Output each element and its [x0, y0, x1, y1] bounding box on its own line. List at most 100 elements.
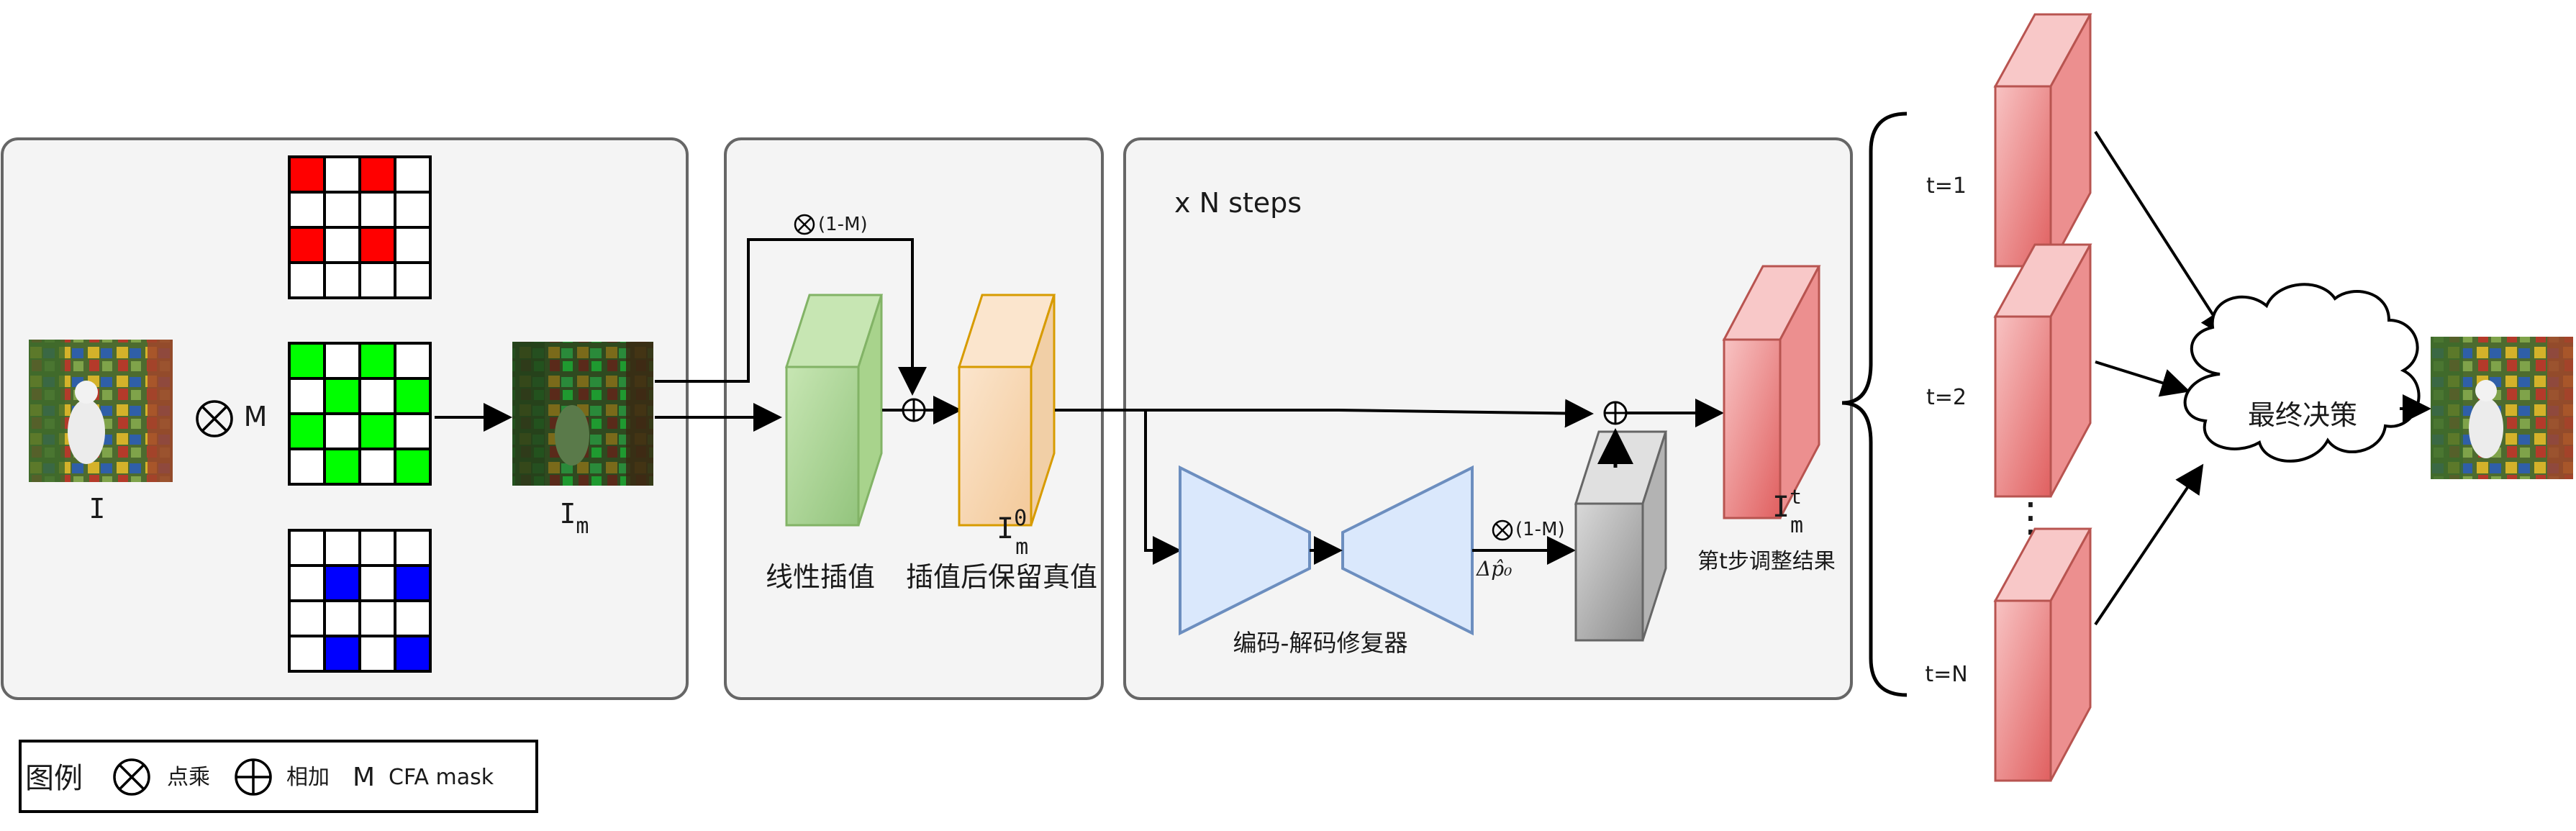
cfa-cell [394, 155, 432, 194]
cfa-cell [288, 342, 326, 380]
cfa-cell [394, 529, 432, 567]
legend-add-icon [235, 758, 272, 796]
brace [1841, 112, 1908, 697]
multiply-op-icon [196, 400, 233, 437]
mask-symbol: M [244, 401, 268, 432]
delta-label: Δp̂₀ [1476, 557, 1512, 581]
cfa-cell [358, 155, 396, 194]
arrow-out1-to-decision [2094, 130, 2229, 340]
legend-title: 图例 [25, 762, 83, 795]
bypass-line [655, 238, 927, 396]
add-op-icon [902, 398, 926, 422]
cfa-cell [288, 635, 326, 673]
cfa-cell [394, 226, 432, 264]
cfa-red-grid [288, 155, 432, 299]
legend-multiply-icon [113, 758, 150, 796]
cfa-cell [323, 635, 361, 673]
mask-op-label-2: (1-M) [1515, 519, 1565, 540]
cfa-cell [358, 529, 396, 567]
cfa-cell [323, 261, 361, 299]
step-result-label: 第t步调整结果 [1697, 549, 1836, 574]
cfa-cell [288, 448, 326, 486]
cfa-cell [358, 564, 396, 602]
keep-true-label: 插值后保留真值 [906, 561, 1097, 593]
encoder-decoder [1179, 465, 1474, 636]
cfa-cell [358, 412, 396, 450]
residual-block [1574, 430, 1668, 642]
cfa-cell [394, 599, 432, 637]
cfa-cell [288, 599, 326, 637]
decision-cloud [2183, 283, 2421, 463]
cfa-cell [288, 226, 326, 264]
cfa-cell [323, 377, 361, 415]
cfa-cell [288, 412, 326, 450]
legend-box [19, 740, 538, 813]
cfa-cell [358, 342, 396, 380]
cfa-blue-grid [288, 529, 432, 673]
cfa-cell [394, 448, 432, 486]
cfa-cell [394, 377, 432, 415]
t-label-N: t=N [1925, 662, 1967, 687]
cfa-cell [323, 599, 361, 637]
linear-interp-label: 线性插值 [766, 561, 875, 593]
t-label-2: t=2 [1926, 385, 1967, 410]
steps-title: x N steps [1174, 187, 1302, 219]
input-image [29, 340, 173, 482]
arrow-out2-to-decision [2095, 360, 2190, 397]
legend-mask-label: CFA mask [389, 765, 494, 790]
cfa-cell [358, 635, 396, 673]
cfa-cell [358, 191, 396, 229]
legend-add-label: 相加 [286, 765, 330, 790]
cfa-cell [358, 377, 396, 415]
decision-label: 最终决策 [2248, 399, 2357, 431]
cfa-cell [288, 564, 326, 602]
cfa-cell [358, 448, 396, 486]
masked-label: Im [560, 498, 589, 539]
linear-interp-block [784, 294, 884, 527]
step-result-block [1722, 265, 1821, 519]
cfa-green-grid [288, 342, 432, 486]
cfa-cell [323, 191, 361, 229]
legend-mask-symbol: M [353, 763, 375, 792]
cfa-cell [323, 564, 361, 602]
cfa-cell [394, 191, 432, 229]
cfa-cell [394, 261, 432, 299]
cfa-cell [394, 342, 432, 380]
cfa-cell [323, 342, 361, 380]
cfa-cell [394, 412, 432, 450]
output-block-2 [1993, 243, 2092, 498]
cfa-cell [288, 261, 326, 299]
keep-true-block [957, 294, 1056, 527]
cfa-cell [288, 155, 326, 194]
output-block-N [1993, 527, 2092, 782]
multiply-op-small-icon [794, 214, 815, 235]
t-label-1: t=1 [1926, 173, 1967, 199]
cfa-cell [323, 226, 361, 264]
branch-to-encoder [1144, 412, 1182, 565]
cfa-cell [323, 412, 361, 450]
masked-image [512, 342, 653, 486]
encoder-label: 编码-解码修复器 [1233, 629, 1408, 657]
cfa-cell [323, 448, 361, 486]
cfa-cell [323, 529, 361, 567]
final-image [2431, 337, 2573, 479]
input-label: I [89, 493, 106, 525]
cfa-cell [358, 599, 396, 637]
cfa-cell [288, 191, 326, 229]
cfa-cell [358, 226, 396, 264]
cfa-cell [288, 377, 326, 415]
cfa-cell [358, 261, 396, 299]
main-flow-line [1055, 399, 1594, 428]
output-block-1 [1993, 13, 2092, 268]
multiply-op-small-icon-2 [1492, 519, 1513, 541]
arrow-outN-to-decision [2094, 463, 2204, 626]
cfa-cell [394, 564, 432, 602]
cfa-cell [323, 155, 361, 194]
legend-multiply-label: 点乘 [167, 765, 210, 790]
cfa-cell [394, 635, 432, 673]
cfa-cell [288, 529, 326, 567]
add-op-icon-2 [1603, 401, 1628, 425]
